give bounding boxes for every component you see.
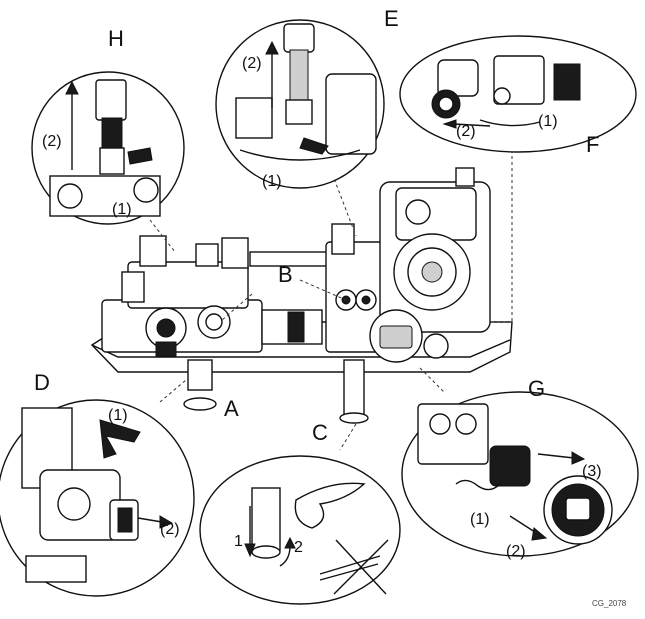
- callout-labels: A B C D E F G H: [34, 6, 599, 445]
- step-g-1: (1): [470, 511, 490, 528]
- label-f: F: [586, 132, 599, 157]
- step-h-1: (1): [112, 201, 132, 218]
- step-c-2: 2: [294, 539, 303, 556]
- step-d-1: (1): [108, 407, 128, 424]
- step-f-1: (1): [538, 113, 558, 130]
- detail-f: [399, 35, 637, 153]
- label-h: H: [108, 26, 124, 51]
- step-c-1: 1: [234, 533, 243, 550]
- no-tool-symbol: [319, 539, 389, 595]
- detail-e: [215, 19, 385, 189]
- label-e: E: [384, 6, 399, 31]
- hydraulic-assembly: [90, 167, 513, 424]
- detail-h: [31, 71, 185, 225]
- step-f-2: (2): [456, 123, 476, 140]
- step-h-2: (2): [42, 133, 62, 150]
- label-g: G: [528, 376, 545, 401]
- step-d-2: (2): [160, 521, 180, 538]
- label-c: C: [312, 420, 328, 445]
- label-b: B: [278, 262, 293, 287]
- detail-g: [401, 391, 639, 557]
- detail-d: [0, 399, 195, 597]
- step-labels: (2) (1) (2) (1) (2) (1) (1) (2) (3) (1) …: [42, 55, 602, 560]
- step-e-2: (2): [242, 55, 262, 72]
- step-e-1: (1): [262, 173, 282, 190]
- step-g-2: (2): [506, 543, 526, 560]
- step-g-3: (3): [582, 463, 602, 480]
- detail-c: [199, 455, 401, 605]
- label-a: A: [224, 396, 239, 421]
- label-d: D: [34, 370, 50, 395]
- figure-code: CG_2078: [592, 599, 627, 608]
